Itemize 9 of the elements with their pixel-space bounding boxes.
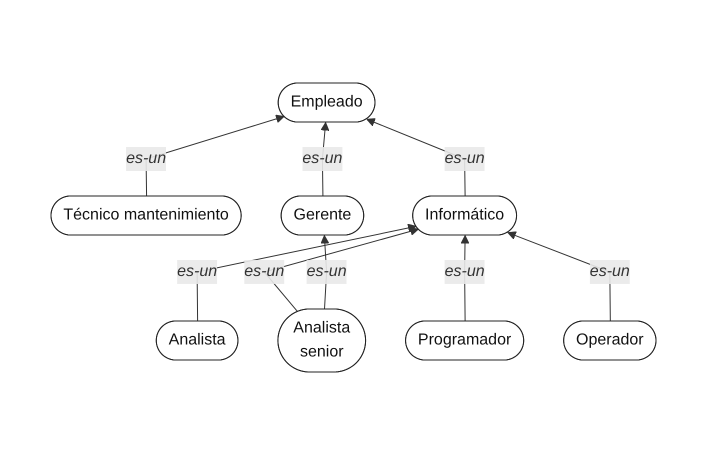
edge-label: es-un — [126, 149, 166, 166]
edge-label: es-un — [306, 262, 347, 280]
edge-label: es-un — [302, 149, 342, 166]
arrow — [196, 223, 417, 322]
edge-label: es-un — [177, 262, 218, 280]
edge-label: es-un — [244, 262, 284, 280]
edge-label: es-un — [590, 262, 630, 280]
edge-label: es-un — [444, 149, 485, 166]
edge-label: es-un — [444, 262, 485, 280]
